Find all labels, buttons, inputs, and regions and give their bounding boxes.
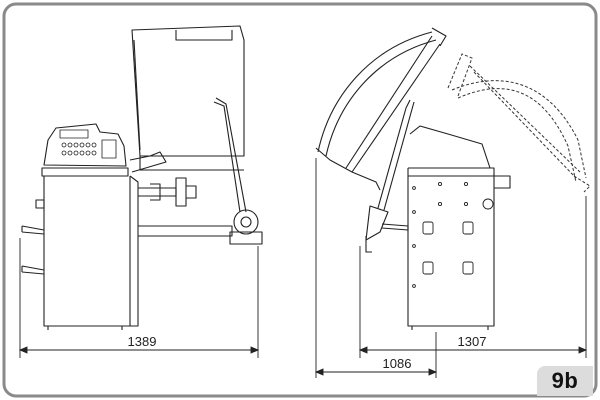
side-view-machine xyxy=(315,27,511,330)
hood-raised-position xyxy=(447,53,591,193)
control-panel-keys xyxy=(59,129,117,159)
dim-label-bg-1307 xyxy=(455,334,489,348)
dimension-label-1389: 1389 xyxy=(128,334,157,349)
dimension-lines-right xyxy=(314,158,588,378)
front-view-machine xyxy=(21,25,263,330)
figure-label: 9b xyxy=(537,366,593,396)
dimension-label-1307: 1307 xyxy=(458,334,487,349)
dimension-1389 xyxy=(18,238,260,358)
side-panel-holes xyxy=(412,181,494,288)
dimension-label-1086: 1086 xyxy=(383,356,412,371)
dim-label-bg-1086 xyxy=(380,356,414,370)
dim-label-bg-1389 xyxy=(125,334,159,348)
